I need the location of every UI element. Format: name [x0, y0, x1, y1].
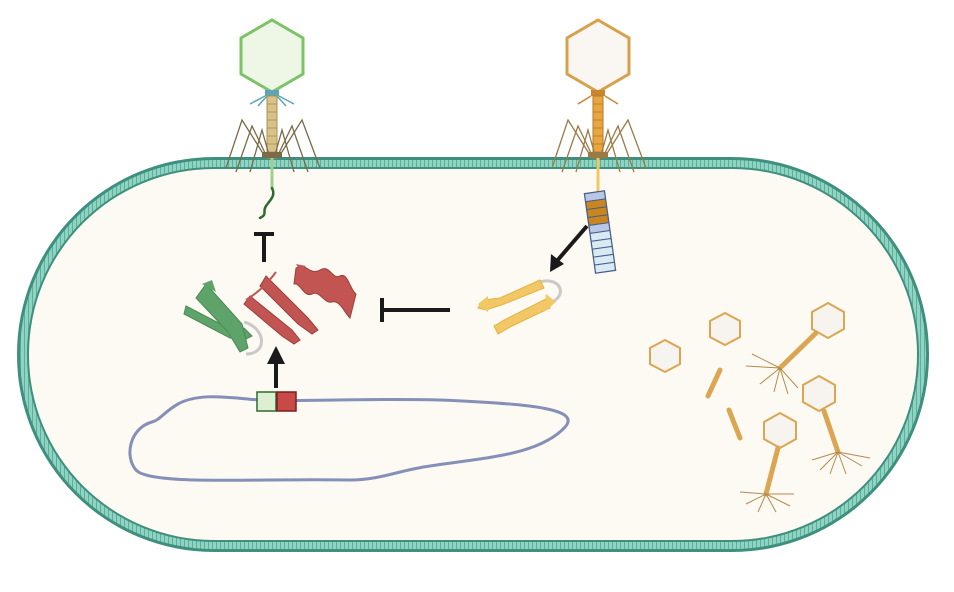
- cytoplasm: [29, 169, 917, 540]
- expression-arrow-icon: [550, 224, 589, 272]
- bacterial-chromosome-icon: [128, 395, 570, 482]
- progeny-phage-tails: [705, 330, 841, 497]
- green-phage-icon: [225, 18, 321, 190]
- dna-inhibition-bar-icon: [254, 232, 274, 262]
- progeny-phage-fibers: [739, 353, 871, 513]
- phage-genome-segment-icon: [583, 190, 617, 274]
- progeny-phage-head: [802, 374, 836, 413]
- progeny-phage-head: [763, 411, 797, 450]
- progeny-phage-icon: [649, 301, 845, 450]
- defense-protein-icon: [183, 264, 357, 356]
- progeny-phage-head: [709, 311, 741, 347]
- progeny-phage-head: [649, 338, 681, 374]
- orange-phage-icon: [551, 18, 647, 192]
- injected-dna-icon: [258, 186, 275, 220]
- inhibition-bar-icon: [380, 298, 450, 322]
- progeny-phage-head: [811, 301, 845, 340]
- defense-gene-pair-icon: [256, 391, 297, 412]
- activation-arrow-icon: [267, 346, 285, 388]
- anti-defense-protein-icon: [477, 279, 562, 335]
- bacterial-cell: [17, 157, 929, 552]
